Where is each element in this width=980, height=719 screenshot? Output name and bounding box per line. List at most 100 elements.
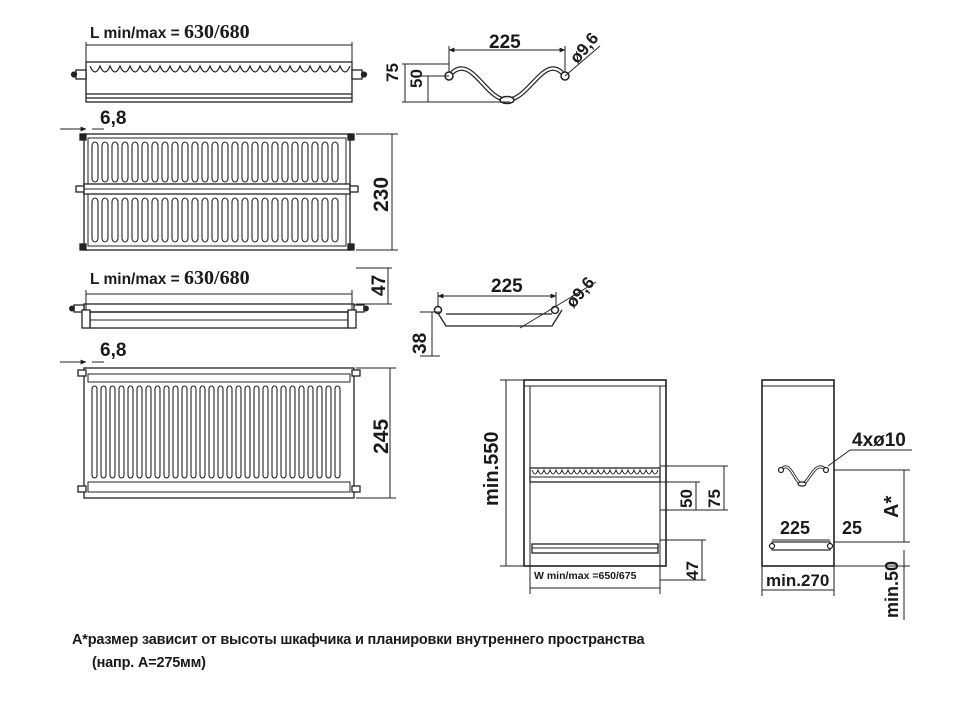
rack-slat <box>311 197 319 243</box>
rack-slat <box>251 197 259 243</box>
footnote-line-1: А*размер зависит от высоты шкафчика и пл… <box>72 632 645 648</box>
rack-slat <box>121 197 129 243</box>
cabinet-front-view: min.550 50 75 47 W min/max =650/675 <box>481 379 728 594</box>
rack-slat <box>271 385 278 479</box>
side-holes-label: 4xø10 <box>852 430 906 451</box>
rack-slat <box>136 385 143 479</box>
rack-slat <box>91 385 98 479</box>
rack-slat <box>191 197 199 243</box>
rack-slat <box>201 141 209 183</box>
top-plan-offset-label: 6,8 <box>100 108 126 129</box>
rack-slat <box>109 385 116 479</box>
rack-slat <box>271 141 279 183</box>
rack-slat <box>100 385 107 479</box>
bottom-plan-offset-label: 6,8 <box>100 340 126 361</box>
rack-slat <box>298 385 305 479</box>
rack-slat <box>244 385 251 479</box>
cabinet-shelf-inner-label: 50 <box>677 489 696 508</box>
top-rack-profile: 225 ø9,6 75 50 <box>383 29 602 105</box>
rack-slat <box>231 141 239 183</box>
rack-slat <box>211 197 219 243</box>
rack-slat <box>289 385 296 479</box>
side-a-label: A* <box>881 496 903 518</box>
rack-slat <box>141 141 149 183</box>
bottom-tray-front-view: L min/max = 630/680 47 <box>69 267 392 329</box>
side-rail-width-label: 225 <box>780 518 810 538</box>
rack-slat <box>321 141 329 183</box>
side-rail-offset-label: 25 <box>842 518 862 538</box>
rack-slat <box>171 141 179 183</box>
rack-slat <box>261 197 269 243</box>
rack-slat <box>221 197 229 243</box>
cabinet-side-view: 4xø10 225 25 A* min.270 min.50 <box>761 379 912 620</box>
top-length-label: L min/max = 630/680 <box>90 21 250 43</box>
rack-slat <box>235 385 242 479</box>
rack-slat <box>316 385 323 479</box>
cabinet-min-height-label: min.550 <box>481 432 503 506</box>
rack-slat <box>281 197 289 243</box>
rack-slat <box>208 385 215 479</box>
rack-slat <box>325 385 332 479</box>
rack-slat <box>191 141 199 183</box>
rack-slat <box>91 197 99 243</box>
rack-slat <box>331 141 339 183</box>
rack-slat <box>121 141 129 183</box>
rack-slat <box>151 197 159 243</box>
rack-slat <box>281 141 289 183</box>
rack-slat <box>334 385 341 479</box>
rack-slat <box>211 141 219 183</box>
footnote-line-2: (напр. А=275мм) <box>92 655 206 671</box>
top-rack-front-view: L min/max = 630/680 <box>70 21 368 103</box>
bottom-tray-profile: 225 ø9,6 38 <box>410 273 598 357</box>
rack-slat <box>181 197 189 243</box>
rack-slat <box>111 197 119 243</box>
rack-slat <box>91 141 99 183</box>
bottom-plan-depth-label: 245 <box>370 419 393 454</box>
top-profile-height-outer-label: 75 <box>383 63 402 82</box>
rack-slat <box>172 385 179 479</box>
top-plan-depth-label: 230 <box>370 177 393 212</box>
rack-slat <box>226 385 233 479</box>
bottom-height-label: 47 <box>369 275 390 296</box>
rack-slat <box>291 141 299 183</box>
rack-slat <box>101 197 109 243</box>
bottom-profile-width-label: 225 <box>491 276 523 297</box>
side-min-depth-label: min.270 <box>766 571 829 590</box>
rack-slat <box>231 197 239 243</box>
rack-slat <box>163 385 170 479</box>
rack-slat <box>181 141 189 183</box>
rack-slat <box>190 385 197 479</box>
rack-slat <box>217 385 224 479</box>
rack-slat <box>131 141 139 183</box>
rack-slat <box>131 197 139 243</box>
top-profile-height-inner-label: 50 <box>407 69 426 88</box>
bottom-length-label: L min/max = 630/680 <box>90 267 250 289</box>
rack-slat <box>241 141 249 183</box>
rack-slat <box>311 141 319 183</box>
rack-slat <box>221 141 229 183</box>
rack-slat <box>151 141 159 183</box>
rack-slat <box>201 197 209 243</box>
rack-slat <box>171 197 179 243</box>
cabinet-tray-height-label: 47 <box>683 561 702 580</box>
rack-slat <box>301 141 309 183</box>
rack-slat <box>280 385 287 479</box>
rack-slat <box>301 197 309 243</box>
rack-slat <box>251 141 259 183</box>
cabinet-width-label: W min/max =650/675 <box>534 570 637 582</box>
rack-slat <box>253 385 260 479</box>
rack-slat <box>331 197 339 243</box>
rack-slat <box>261 141 269 183</box>
rack-slat <box>118 385 125 479</box>
bottom-profile-height-label: 38 <box>410 333 431 354</box>
bottom-profile-diameter-label: ø9,6 <box>562 273 598 311</box>
rack-slat <box>291 197 299 243</box>
rack-slat <box>271 197 279 243</box>
cabinet-shelf-outer-label: 75 <box>705 489 724 508</box>
rack-slat <box>161 197 169 243</box>
rack-slat <box>262 385 269 479</box>
rack-slat <box>141 197 149 243</box>
bottom-tray-plan-view: 6,8 245 <box>60 340 396 499</box>
rack-slat <box>181 385 188 479</box>
